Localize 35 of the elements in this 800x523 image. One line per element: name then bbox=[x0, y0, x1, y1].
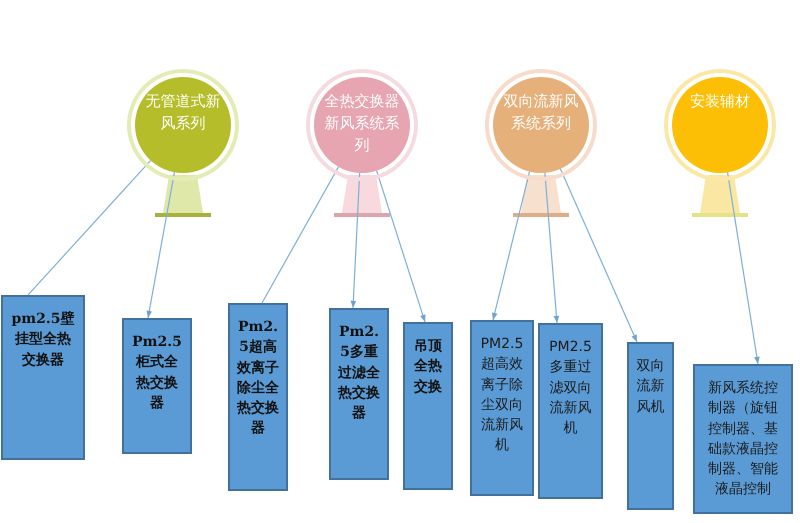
product-label: 吊顶全热交换 bbox=[413, 337, 443, 397]
connector-line bbox=[376, 170, 426, 322]
product-label: Pm2.5多重过滤全热交换器 bbox=[338, 323, 380, 424]
connector-line bbox=[560, 168, 638, 342]
category-circle bbox=[664, 69, 776, 181]
product-box bbox=[122, 318, 192, 454]
category-label: 无管道式新风系列 bbox=[145, 91, 221, 134]
product-label: 新风系统控制器（旋钮控制器、基础款液晶控制器、智能液晶控制 bbox=[707, 379, 779, 500]
product-box bbox=[403, 322, 453, 490]
connector-line bbox=[28, 160, 152, 296]
category-circle bbox=[485, 69, 597, 181]
product-box bbox=[228, 303, 288, 491]
category-label: 安装辅材 bbox=[689, 91, 751, 112]
connector-line bbox=[146, 172, 176, 318]
category-circle bbox=[127, 69, 239, 181]
connector-line bbox=[350, 172, 360, 308]
product-label: Pm2.5柜式全热交换器 bbox=[131, 333, 183, 413]
connector-line bbox=[726, 172, 760, 364]
product-box bbox=[538, 323, 603, 499]
category-label: 双向流新风系统系列 bbox=[503, 91, 579, 134]
product-label: PM2.5多重过滤双向流新风机 bbox=[548, 338, 593, 438]
product-box bbox=[627, 342, 674, 510]
product-label: pm2.5壁挂型全热交换器 bbox=[10, 310, 76, 370]
product-box bbox=[329, 308, 389, 480]
product-box bbox=[1, 295, 85, 460]
connector-line bbox=[492, 171, 530, 320]
connector-line bbox=[544, 172, 560, 324]
product-box bbox=[470, 320, 534, 496]
product-label: 双向流新风机 bbox=[636, 357, 665, 417]
product-label: Pm2.5超高效离子除尘全热交换器 bbox=[237, 318, 279, 438]
product-box bbox=[693, 364, 793, 514]
category-label: 全热交换器新风系统系列 bbox=[324, 91, 400, 156]
connector-line bbox=[261, 166, 340, 304]
product-label: PM2.5超高效离子除尘双向流新风机 bbox=[480, 335, 524, 456]
category-circle bbox=[306, 69, 418, 181]
